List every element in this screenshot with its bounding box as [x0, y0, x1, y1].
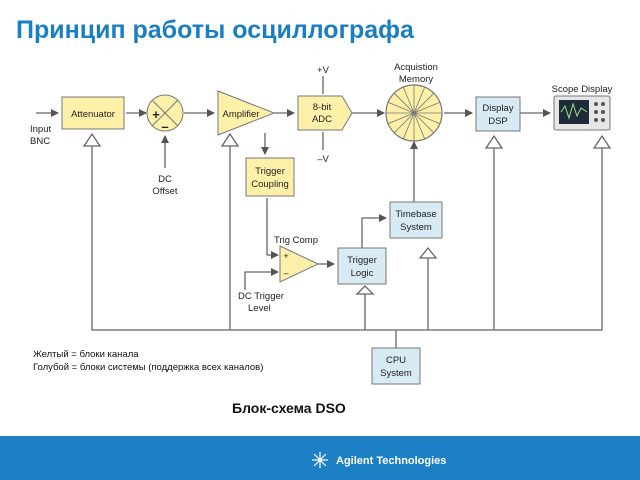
page-title: Принцип работы осциллографа — [16, 16, 414, 44]
input-bnc-label-line1: Input — [30, 124, 51, 135]
cpu-label-line1: CPU — [386, 355, 406, 366]
trigger-coupling-label-line1: Trigger — [255, 166, 285, 177]
timebase-label-line1: Timebase — [395, 209, 436, 220]
trigger-coupling-block: Trigger Coupling — [245, 157, 295, 197]
acq-memory-label-line1: Acquistion — [394, 62, 438, 73]
dc-trigger-level-label-line2: Level — [248, 303, 271, 314]
adc-label-line2: ADC — [312, 114, 332, 125]
cpu-system-block: CPU System — [371, 347, 421, 385]
trigger-coupling-label-line2: Coupling — [251, 179, 289, 190]
cpu-label-line2: System — [380, 368, 412, 379]
comparator-minus-sign: – — [283, 268, 288, 278]
amplifier-label: Amplifier — [223, 109, 260, 120]
summer-minus-sign: – — [161, 119, 168, 134]
dc-offset-label-line1: DC — [158, 174, 172, 185]
display-dsp-label-line1: Display — [482, 103, 513, 114]
display-dsp-label-line2: DSP — [488, 116, 508, 127]
agilent-spark-icon — [312, 452, 328, 468]
dso-block-diagram: Attenuator + – Amplifier 8-bit ADC — [30, 62, 613, 385]
trig-comp-label: Trig Comp — [274, 235, 318, 246]
timebase-label-line2: System — [400, 222, 432, 233]
adc-label-line1: 8-bit — [313, 102, 332, 113]
dc-trigger-level-label-line1: DC Trigger — [238, 291, 284, 302]
display-dsp-block: Display DSP — [475, 96, 521, 132]
diagram-caption: Блок-схема DSO — [232, 400, 346, 416]
acq-memory-label-line2: Memory — [399, 74, 434, 85]
attenuator-label: Attenuator — [71, 109, 115, 120]
plus-v-label: +V — [317, 65, 330, 76]
scope-display-label: Scope Display — [552, 84, 613, 95]
scope-display-icon — [553, 95, 611, 131]
input-bnc-label-line2: BNC — [30, 136, 50, 147]
summer-plus-sign: + — [152, 107, 160, 122]
acquisition-memory-wheel — [385, 84, 443, 142]
minus-v-label: –V — [317, 154, 329, 165]
legend-line-system: Голубой = блоки системы (поддержка всех … — [33, 362, 264, 373]
adc-block: 8-bit ADC — [297, 95, 353, 131]
trigger-logic-block: Trigger Logic — [337, 247, 387, 285]
trigger-logic-label-line2: Logic — [351, 268, 374, 279]
color-legend: Желтый = блоки канала Голубой = блоки си… — [33, 348, 273, 374]
legend-line-channel: Желтый = блоки канала — [33, 349, 139, 360]
dc-offset-label-line2: Offset — [152, 186, 178, 197]
comparator-plus-sign: + — [283, 251, 288, 261]
trigger-logic-label-line1: Trigger — [347, 255, 377, 266]
footer-brand: Agilent Technologies — [336, 455, 447, 467]
amplifier-block: Amplifier — [217, 90, 276, 136]
timebase-block: Timebase System — [389, 201, 443, 239]
trigger-comparator: + – — [279, 245, 320, 283]
summing-junction: + – — [146, 94, 184, 134]
attenuator-block: Attenuator — [61, 96, 125, 130]
